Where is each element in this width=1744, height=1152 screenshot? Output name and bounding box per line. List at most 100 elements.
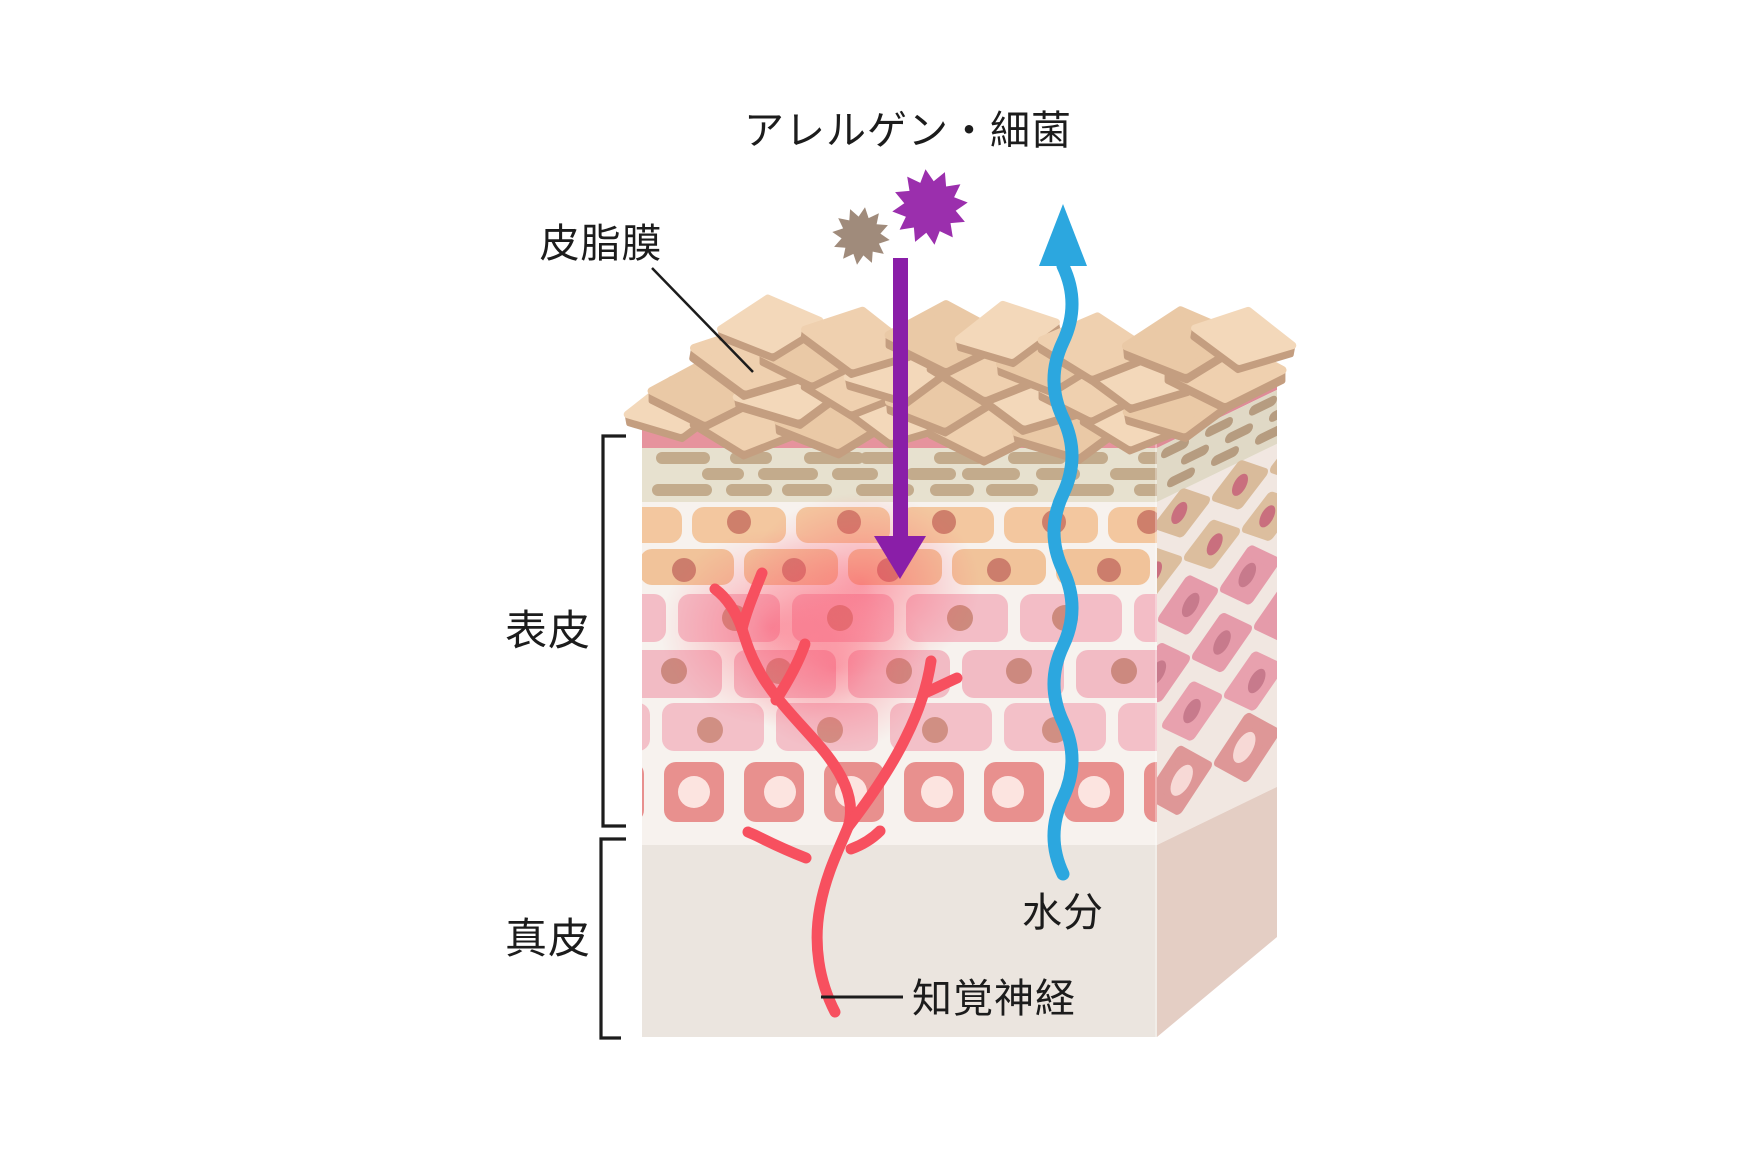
skin-cell-side (1157, 547, 1182, 598)
corneum-dash (652, 484, 712, 496)
corneum-dash (962, 468, 1020, 480)
allergen-star-icon (892, 169, 968, 245)
cell-nucleus (697, 717, 723, 743)
dermis-bracket (599, 837, 626, 1040)
skin-cell-side (1254, 582, 1277, 643)
cell-nucleus (617, 510, 641, 534)
cell-nucleus (1097, 558, 1121, 582)
cell-nucleus (602, 605, 628, 631)
cell-nucleus (1137, 510, 1157, 534)
cell-nucleus (987, 558, 1011, 582)
corneum-dash (758, 468, 818, 480)
skin-cell (642, 594, 666, 642)
corner-highlight (1155, 420, 1157, 1037)
cell-nucleus (922, 717, 948, 743)
label-moisture: 水分 (1022, 890, 1104, 936)
corneum-dash (1249, 395, 1277, 416)
nerve-branch (845, 825, 886, 855)
skin-cell (1144, 762, 1157, 822)
skin-cell (1118, 703, 1157, 751)
cell-nucleus (1259, 505, 1276, 528)
cell-nucleus (1171, 501, 1188, 525)
label-allergen-bacteria: アレルゲン・細菌 (744, 108, 1072, 154)
cell-nucleus (1006, 658, 1032, 684)
cell-nucleus (727, 510, 751, 534)
corneum-dash (804, 452, 864, 464)
cell-nucleus (1183, 698, 1201, 724)
sebum-film-leader-line (651, 267, 754, 373)
cell-nucleus (1238, 562, 1257, 588)
allergen-penetration-arrow (832, 169, 968, 579)
corneum-dash (1138, 452, 1157, 464)
corneum-dash (1269, 402, 1277, 422)
corneum-dash (986, 484, 1038, 496)
corneum-dash (726, 484, 772, 496)
label-sebum-film: 皮脂膜 (540, 221, 663, 267)
cell-nucleus (921, 776, 953, 808)
skin-cell (642, 507, 682, 543)
corneum-dash (1181, 444, 1209, 465)
corneum-dash (832, 468, 878, 480)
cell-nucleus (1078, 776, 1110, 808)
cell-nucleus (1231, 473, 1249, 496)
cell-nucleus (1213, 630, 1231, 655)
cell-nucleus (1233, 731, 1256, 764)
nerve-branch (736, 623, 857, 1018)
corneum-dash (782, 484, 832, 496)
corneum-dash (1060, 484, 1114, 496)
flake-top (1191, 306, 1297, 365)
skin-cell (1134, 594, 1157, 642)
corneum-dash (1134, 484, 1157, 496)
label-dermis: 真皮 (505, 914, 591, 963)
cell-nucleus (764, 776, 796, 808)
glow-spot (740, 584, 932, 752)
label-epidermis: 表皮 (505, 606, 591, 655)
cell-nucleus (992, 776, 1024, 808)
cell-nucleus (1275, 600, 1299, 625)
cell-nucleus (678, 776, 710, 808)
annotations: アレルゲン・細菌 皮脂膜 表皮 真皮 水分 知覚神経 (505, 108, 1104, 1040)
corneum-dash (1167, 467, 1195, 488)
corneum-dash (1255, 424, 1277, 445)
nerve-branch (770, 638, 811, 706)
corneum-dash (656, 452, 710, 464)
corneum-dash (1225, 423, 1253, 444)
corneum-dash (930, 484, 974, 496)
skin-cell-side (1270, 432, 1277, 482)
cell-nucleus (1206, 533, 1223, 556)
corneum-dash (1110, 468, 1157, 480)
corneum-dash (702, 468, 744, 480)
corneum-dash (906, 468, 956, 480)
skin-flake (1190, 306, 1297, 374)
cell-nucleus (1247, 668, 1266, 694)
flake-top (716, 294, 824, 354)
cell-nucleus (1290, 445, 1312, 467)
skin-cell (642, 767, 644, 817)
skin-cell (642, 703, 650, 751)
arrow-head (874, 536, 926, 579)
cell-nucleus (1170, 764, 1193, 796)
flake-top (954, 300, 1060, 359)
dermis-background (642, 845, 1157, 1037)
block-right-face (1157, 363, 1312, 1037)
sebum-film-flakes (623, 294, 1297, 466)
nerve-branch (921, 672, 963, 698)
sensory-nerve-icon (709, 567, 963, 1018)
cell-nucleus (1111, 658, 1137, 684)
arrow-shaft (893, 258, 908, 540)
cell-nucleus (592, 776, 624, 808)
nerve-branch (742, 826, 812, 864)
corneum-dash (1161, 438, 1189, 459)
moisture-arrow-head (1039, 204, 1087, 266)
moisture-wave (1047, 259, 1079, 881)
label-sensory-nerve: 知覚神経 (912, 976, 1076, 1022)
cell-nucleus (1181, 592, 1200, 618)
corneum-dash (1205, 417, 1233, 437)
moisture-escape-arrow (1039, 204, 1087, 881)
corneum-dash (1211, 446, 1239, 466)
epidermis-bracket (601, 434, 626, 828)
nerve-branch (736, 567, 768, 635)
cell-nucleus (592, 717, 618, 743)
